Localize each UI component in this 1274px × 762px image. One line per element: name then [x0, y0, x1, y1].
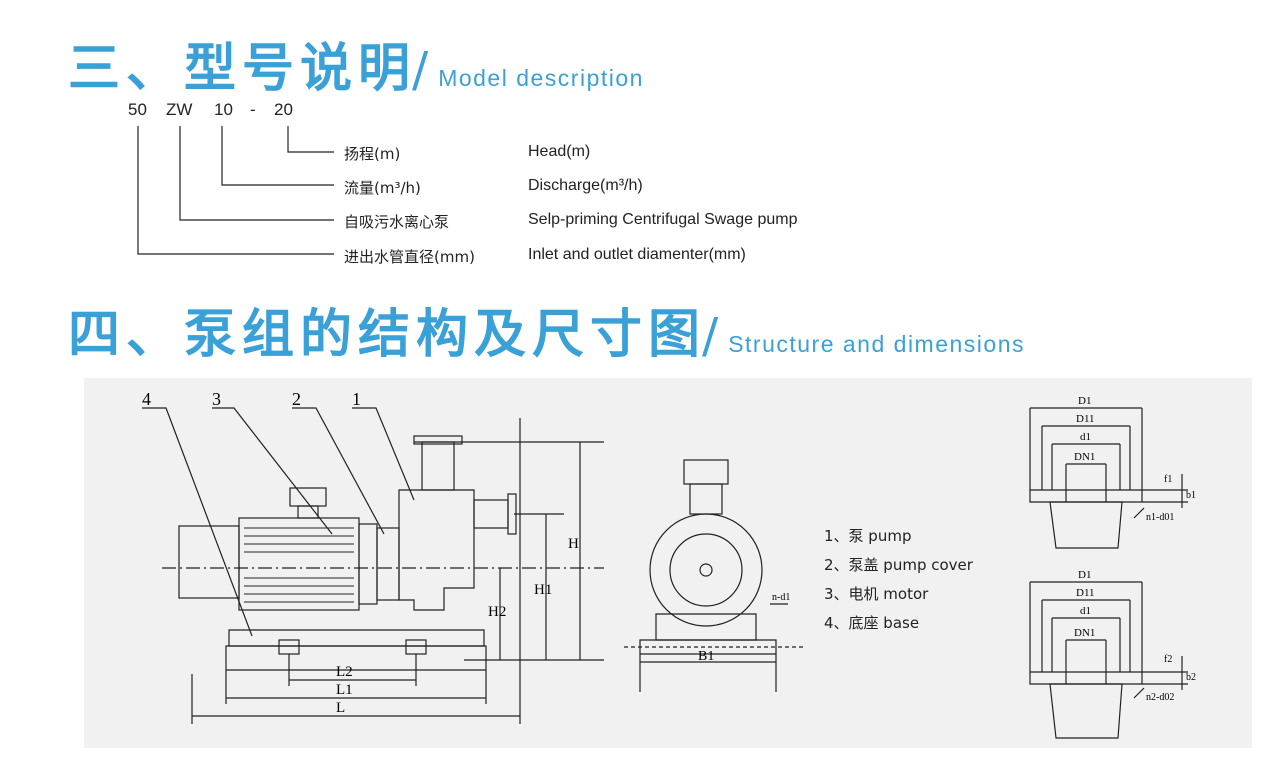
model-code-part2: ZW [166, 100, 193, 119]
heading-slash: / [702, 308, 719, 364]
flange-label-D1: D1 [1078, 395, 1091, 407]
parts-legend: 1、泵 pump 2、泵盖 pump cover 3、电机 motor 4、底座… [824, 522, 973, 638]
callout-leader-1 [352, 407, 415, 501]
heading-cn: 三、型号说明 [68, 39, 417, 99]
flange-label-b2: b2 [1186, 672, 1196, 683]
dim-label-B1: B1 [698, 649, 714, 664]
heading-en: Model description [438, 65, 644, 91]
flange-label-b1: b1 [1186, 490, 1196, 501]
baseplate [228, 629, 485, 647]
model-code-part1: 50 [128, 100, 147, 119]
flange-label-D1-b: D1 [1078, 569, 1091, 581]
flange-label-f2: f2 [1164, 654, 1172, 665]
pump-cover-shape [358, 523, 378, 605]
model-row-en: Selp-priming Centrifugal Swage pump [528, 211, 798, 228]
legend-item-motor: 3、电机 motor [824, 585, 929, 603]
heading-slash: / [412, 42, 429, 98]
dim-label-H2: H2 [488, 604, 506, 620]
flange-label-DN1: DN1 [1074, 451, 1095, 463]
flange-label-d1: d1 [1080, 431, 1091, 443]
dim-label-H: H [568, 536, 579, 552]
dim-label-L: L [336, 700, 345, 716]
flange-label-n1d01: n1-d01 [1146, 512, 1174, 523]
flange-detail-top [1029, 407, 1188, 549]
legend-item-pump: 1、泵 pump [824, 527, 912, 545]
flange-label-n2d02: n2-d02 [1146, 692, 1174, 703]
part-number-2: 2 [292, 389, 301, 409]
model-row-cn: 流量(m³/h) [344, 179, 421, 197]
callout-leader-4 [142, 407, 253, 637]
motor-body [238, 517, 360, 611]
dim-label-H1: H1 [534, 582, 552, 598]
section-heading-structure: 四、泵组的结构及尺寸图/ Structure and dimensions [68, 292, 1025, 367]
legend-item-pump-cover: 2、泵盖 pump cover [824, 556, 973, 574]
model-row-cn: 扬程(m) [344, 145, 401, 163]
part-number-4: 4 [142, 389, 151, 409]
model-row-en: Discharge(m³/h) [528, 177, 643, 194]
dim-label-L1: L1 [336, 682, 353, 698]
callout-leader-2 [292, 407, 385, 535]
front-view-base [655, 613, 757, 641]
structure-drawing-panel: 4 3 2 1 L L1 L2 H H1 H2 B1 n-d1 D1 D11 d… [84, 378, 1252, 748]
model-code-part3: 10 [214, 100, 233, 119]
flange-label-f1: f1 [1164, 474, 1172, 485]
suction-pipe [421, 441, 455, 491]
heading-en: Structure and dimensions [728, 331, 1025, 357]
part-number-1: 1 [352, 389, 361, 409]
model-row-en: Inlet and outlet diamenter(mm) [528, 246, 746, 263]
callout-leader-3 [212, 407, 333, 535]
pump-technical-drawing: 4 3 2 1 L L1 L2 H H1 H2 B1 n-d1 D1 D11 d… [142, 389, 1196, 739]
flange-label-D11-b: D11 [1076, 587, 1095, 599]
model-code-part4: 20 [274, 100, 293, 119]
dim-label-nd1: n-d1 [772, 592, 790, 603]
flange-label-DN1-b: DN1 [1074, 627, 1095, 639]
flange-label-d1-b: d1 [1080, 605, 1091, 617]
front-view-casing [649, 513, 763, 627]
model-row-cn: 进出水管直径(mm) [344, 248, 475, 266]
front-view-pipe [683, 459, 729, 485]
pump-casing [398, 489, 475, 611]
flange-label-D11: D11 [1076, 413, 1095, 425]
heading-cn: 四、泵组的结构及尺寸图 [68, 305, 707, 365]
model-row-cn: 自吸污水离心泵 [344, 213, 450, 231]
dim-label-L2: L2 [336, 664, 353, 680]
model-row-en: Head(m) [528, 143, 591, 160]
part-number-3: 3 [212, 389, 221, 409]
model-code-dash: - [250, 100, 256, 119]
discharge-pipe [473, 499, 509, 529]
section-heading-model: 三、型号说明/ Model description [68, 26, 644, 101]
legend-item-base: 4、底座 base [824, 614, 920, 632]
flange-detail-bottom [1029, 581, 1188, 739]
model-connector-lines [137, 126, 334, 255]
motor-fan-cover [178, 525, 240, 599]
